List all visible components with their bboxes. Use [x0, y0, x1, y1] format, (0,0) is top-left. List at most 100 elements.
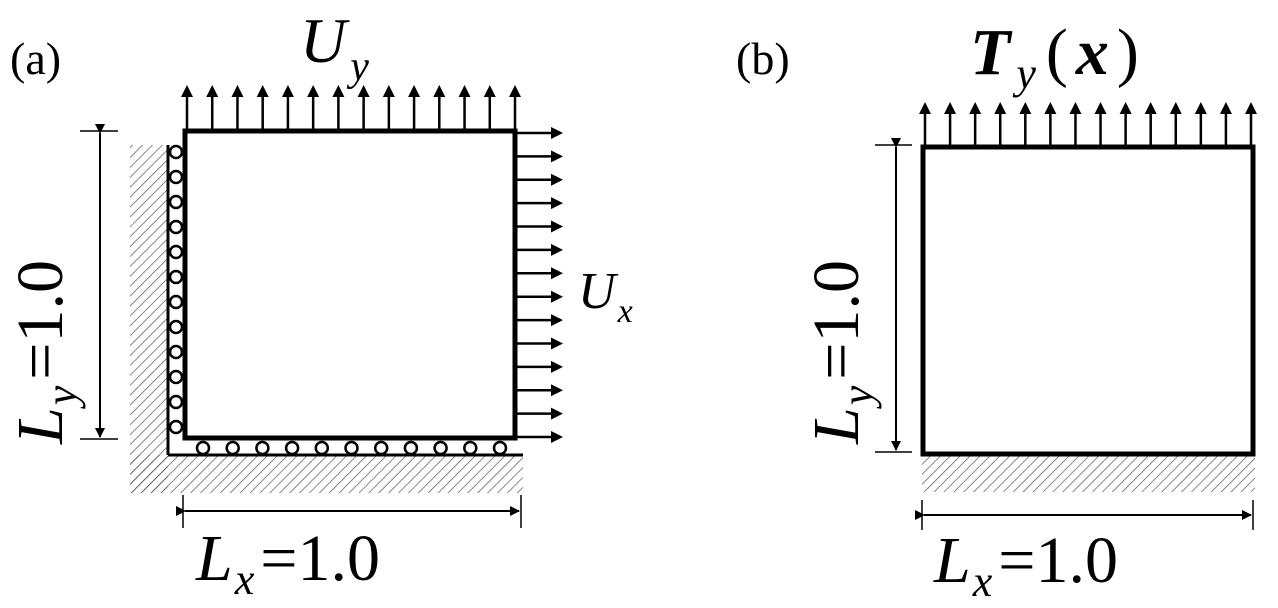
- arrow-head: [994, 102, 1007, 114]
- right-arrow: [515, 150, 563, 163]
- arrow-head: [382, 85, 395, 97]
- roller-circle: [168, 169, 184, 185]
- roller-circle: [225, 440, 240, 456]
- arrow-head: [551, 337, 563, 350]
- up-arrow: [1019, 102, 1032, 147]
- roller-circle: [492, 440, 508, 456]
- arrow-head: [1245, 102, 1257, 114]
- right-arrow: [515, 220, 563, 233]
- up-arrow: [231, 85, 244, 131]
- up-arrow: [458, 85, 471, 131]
- roller-circle: [255, 440, 270, 456]
- panel-b-floor-hatch: [922, 456, 1255, 492]
- panel-a-bottom-rollers: [195, 440, 508, 456]
- arrow-head: [206, 85, 219, 97]
- arrow-head: [551, 431, 563, 443]
- roller-circle: [284, 440, 300, 456]
- panel-a-tag: (a): [10, 33, 61, 84]
- right-arrow: [515, 360, 563, 373]
- arrow-head: [944, 102, 957, 114]
- arrow-head: [307, 85, 320, 97]
- panel-b-tag: (b): [736, 33, 790, 84]
- arrow-head: [181, 85, 193, 97]
- up-arrow: [1169, 102, 1182, 147]
- roller-circle: [373, 440, 389, 456]
- up-arrow: [1144, 102, 1157, 147]
- arrow-head: [256, 85, 269, 97]
- arrow-head: [551, 173, 563, 186]
- up-arrow: [994, 102, 1007, 147]
- arrow-head: [1069, 102, 1082, 114]
- arrow-head: [281, 85, 294, 97]
- arrow-head: [551, 360, 563, 373]
- up-arrow: [1069, 102, 1082, 147]
- panel-a-floor-hatch: [130, 455, 523, 493]
- up-arrow: [1219, 102, 1232, 147]
- arrow-head: [551, 220, 563, 233]
- roller-circle: [168, 269, 184, 285]
- panel-a-left-rollers: [168, 144, 184, 435]
- arrow-head: [551, 127, 563, 139]
- panel-a-height-label: Ly=1.0: [4, 260, 86, 445]
- right-arrow: [515, 384, 563, 397]
- right-arrow: [515, 173, 563, 186]
- roller-circle: [168, 319, 184, 335]
- arrow-head: [509, 85, 521, 97]
- roller-circle: [168, 194, 184, 210]
- arrow-head: [332, 85, 345, 97]
- panel-a-top-load-label: Uy: [300, 5, 369, 90]
- arrow-head: [408, 85, 421, 97]
- panel-a-domain: [182, 128, 518, 441]
- up-arrow: [181, 85, 193, 131]
- panel-b-domain: [920, 144, 1256, 457]
- arrow-head: [919, 102, 931, 114]
- arrow-head: [551, 314, 563, 327]
- up-arrow: [357, 85, 370, 131]
- right-arrow: [515, 431, 563, 443]
- roller-circle: [168, 244, 184, 260]
- roller-circle: [344, 440, 359, 456]
- roller-circle: [168, 394, 184, 410]
- arrow-head: [1044, 102, 1057, 114]
- roller-circle: [403, 440, 419, 456]
- arrow-head: [551, 197, 563, 210]
- roller-circle: [314, 440, 330, 456]
- arrow-head: [551, 150, 563, 163]
- roller-circle: [463, 440, 478, 456]
- up-arrow: [944, 102, 957, 147]
- roller-circle: [195, 440, 211, 456]
- up-arrow: [509, 85, 521, 131]
- arrow-head: [551, 384, 563, 397]
- right-arrow: [515, 267, 563, 280]
- arrow-head: [1094, 102, 1107, 114]
- arrow-head: [551, 267, 563, 280]
- up-arrow: [408, 85, 421, 131]
- arrow-head: [458, 85, 471, 97]
- roller-circle: [168, 419, 184, 435]
- panel-a: (a) Uy Ux Lx=1.0 Ly=1.0: [4, 5, 633, 604]
- panel-a-right-arrows: [515, 127, 563, 443]
- panel-b-height-label: Ly=1.0: [800, 260, 882, 445]
- panel-a-left-wall-hatch: [130, 145, 168, 493]
- roller-circle: [168, 294, 184, 310]
- roller-circle: [168, 369, 184, 385]
- up-arrow: [969, 102, 982, 147]
- arrow-head: [551, 290, 563, 303]
- up-arrow: [256, 85, 269, 131]
- right-arrow: [515, 337, 563, 350]
- up-arrow: [382, 85, 395, 131]
- up-arrow: [483, 85, 496, 131]
- panel-a-right-load-label: Ux: [578, 263, 633, 330]
- arrow-head: [1194, 102, 1207, 114]
- panel-b-width-label: Lx=1.0: [933, 524, 1118, 606]
- arrow-head: [1144, 102, 1157, 114]
- panel-a-width-label: Lx=1.0: [195, 522, 380, 604]
- arrow-head: [231, 85, 244, 97]
- up-arrow: [1044, 102, 1057, 147]
- up-arrow: [281, 85, 294, 131]
- arrow-head: [1219, 102, 1232, 114]
- arrow-head: [1169, 102, 1182, 114]
- up-arrow: [433, 85, 446, 131]
